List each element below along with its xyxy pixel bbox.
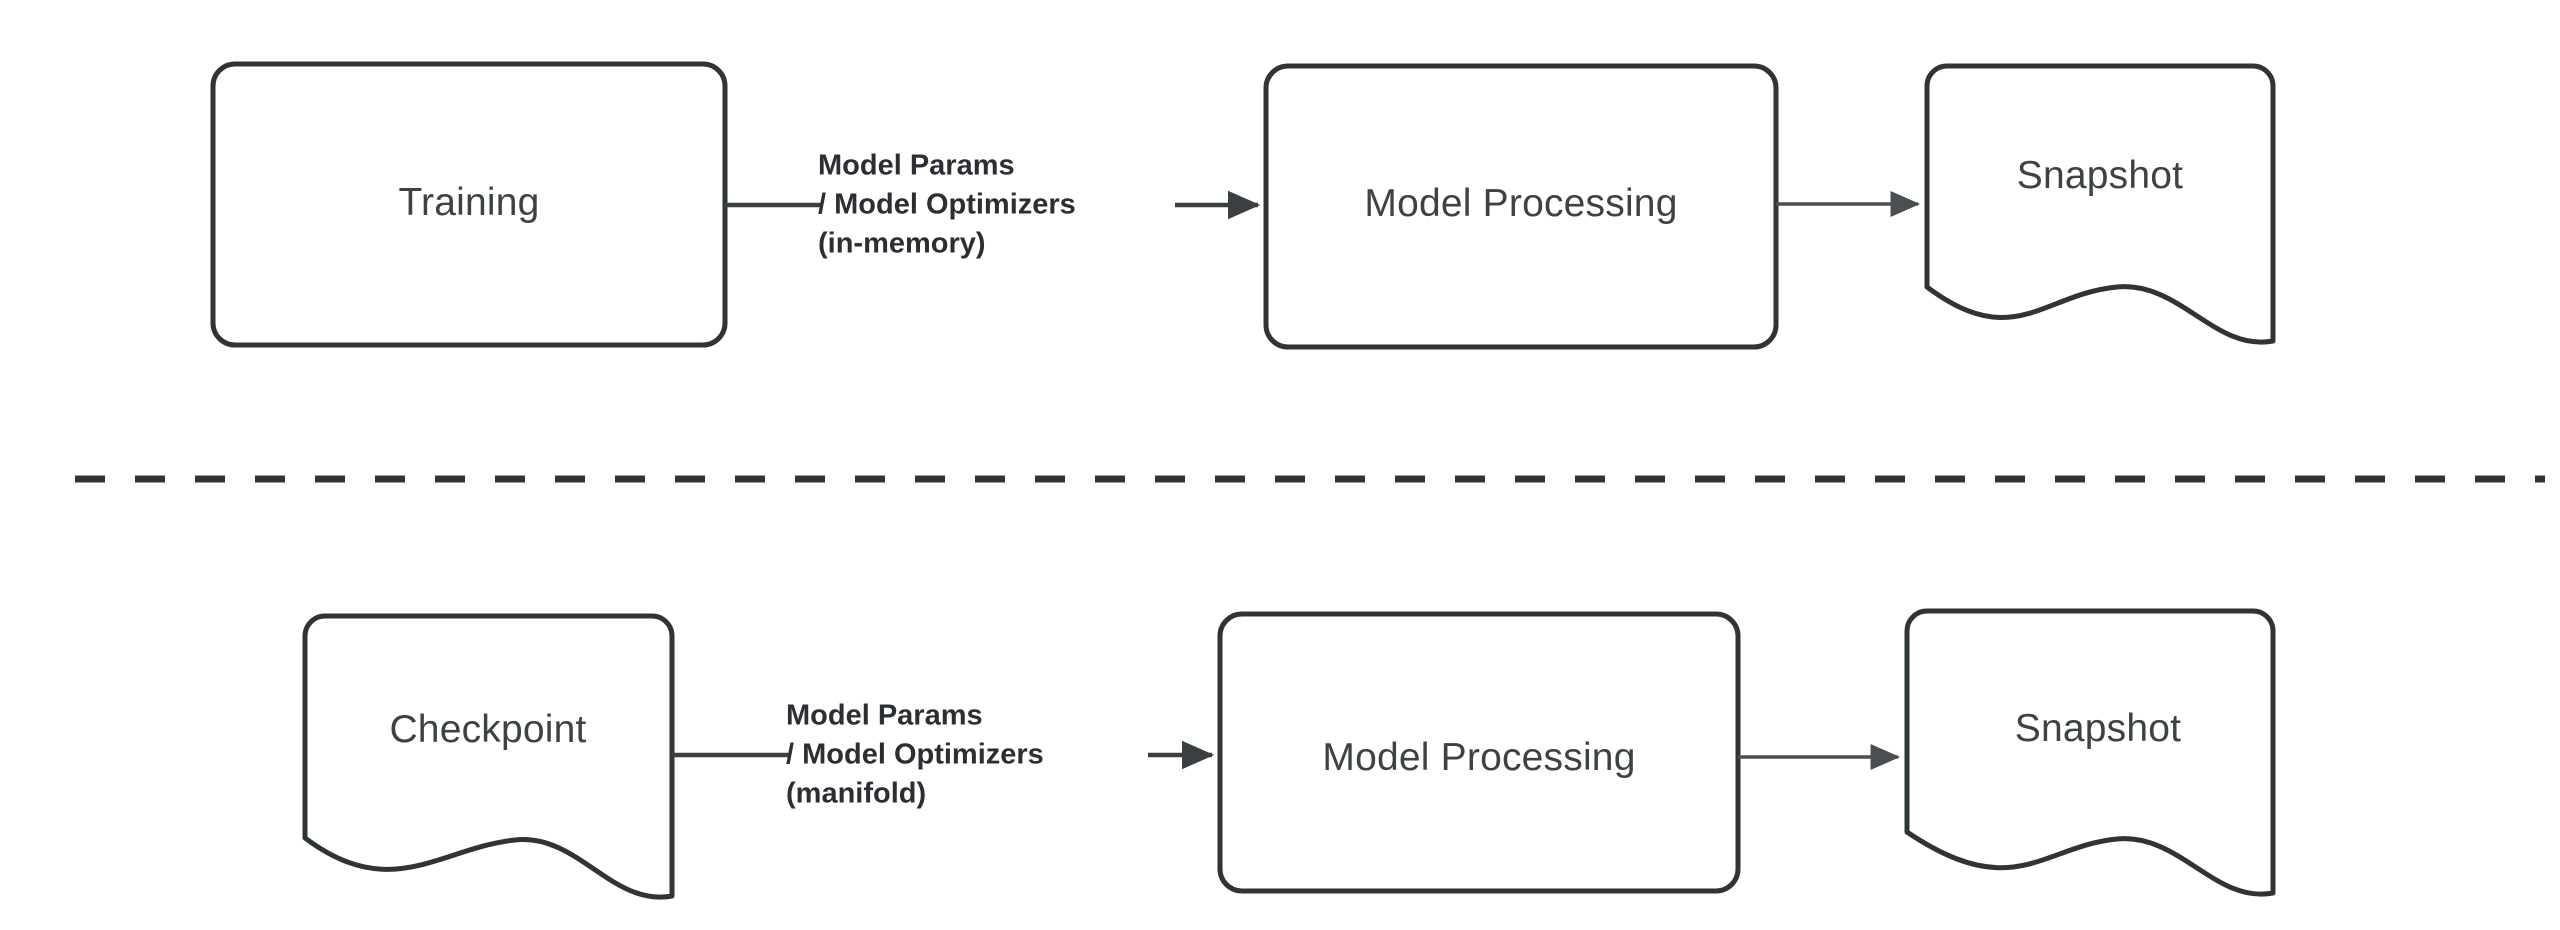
edge-label-line-2: / Model Optimizers	[818, 188, 1076, 221]
node-label-checkpoint: Checkpoint	[389, 708, 587, 751]
edge-label-line-1: Model Params	[818, 149, 1015, 182]
node-checkpoint-shape[interactable]	[302, 613, 675, 900]
edge-label-training-to-processing: Model Params / Model Optimizers (in-memo…	[818, 147, 1076, 264]
node-model-processing-bottom-shape[interactable]	[1217, 611, 1741, 894]
node-model-processing-top-shape[interactable]	[1263, 63, 1779, 350]
edge-label-line-2: / Model Optimizers	[786, 738, 1044, 771]
node-snapshot-bottom-shape[interactable]	[1904, 608, 2276, 897]
node-label-model-processing-bottom: Model Processing	[1322, 736, 1636, 779]
edge-label-line-1: Model Params	[786, 699, 983, 732]
edge-label-checkpoint-to-processing: Model Params / Model Optimizers (manifol…	[786, 697, 1044, 814]
node-label-snapshot-top: Snapshot	[2016, 154, 2184, 197]
node-snapshot-top-shape[interactable]	[1924, 63, 2276, 345]
node-label-model-processing-top: Model Processing	[1364, 182, 1678, 225]
edge-label-line-3: (manifold)	[786, 777, 927, 810]
node-label-snapshot-bottom: Snapshot	[2014, 707, 2182, 750]
node-label-training: Training	[398, 181, 540, 224]
edge-label-line-3: (in-memory)	[818, 227, 986, 260]
